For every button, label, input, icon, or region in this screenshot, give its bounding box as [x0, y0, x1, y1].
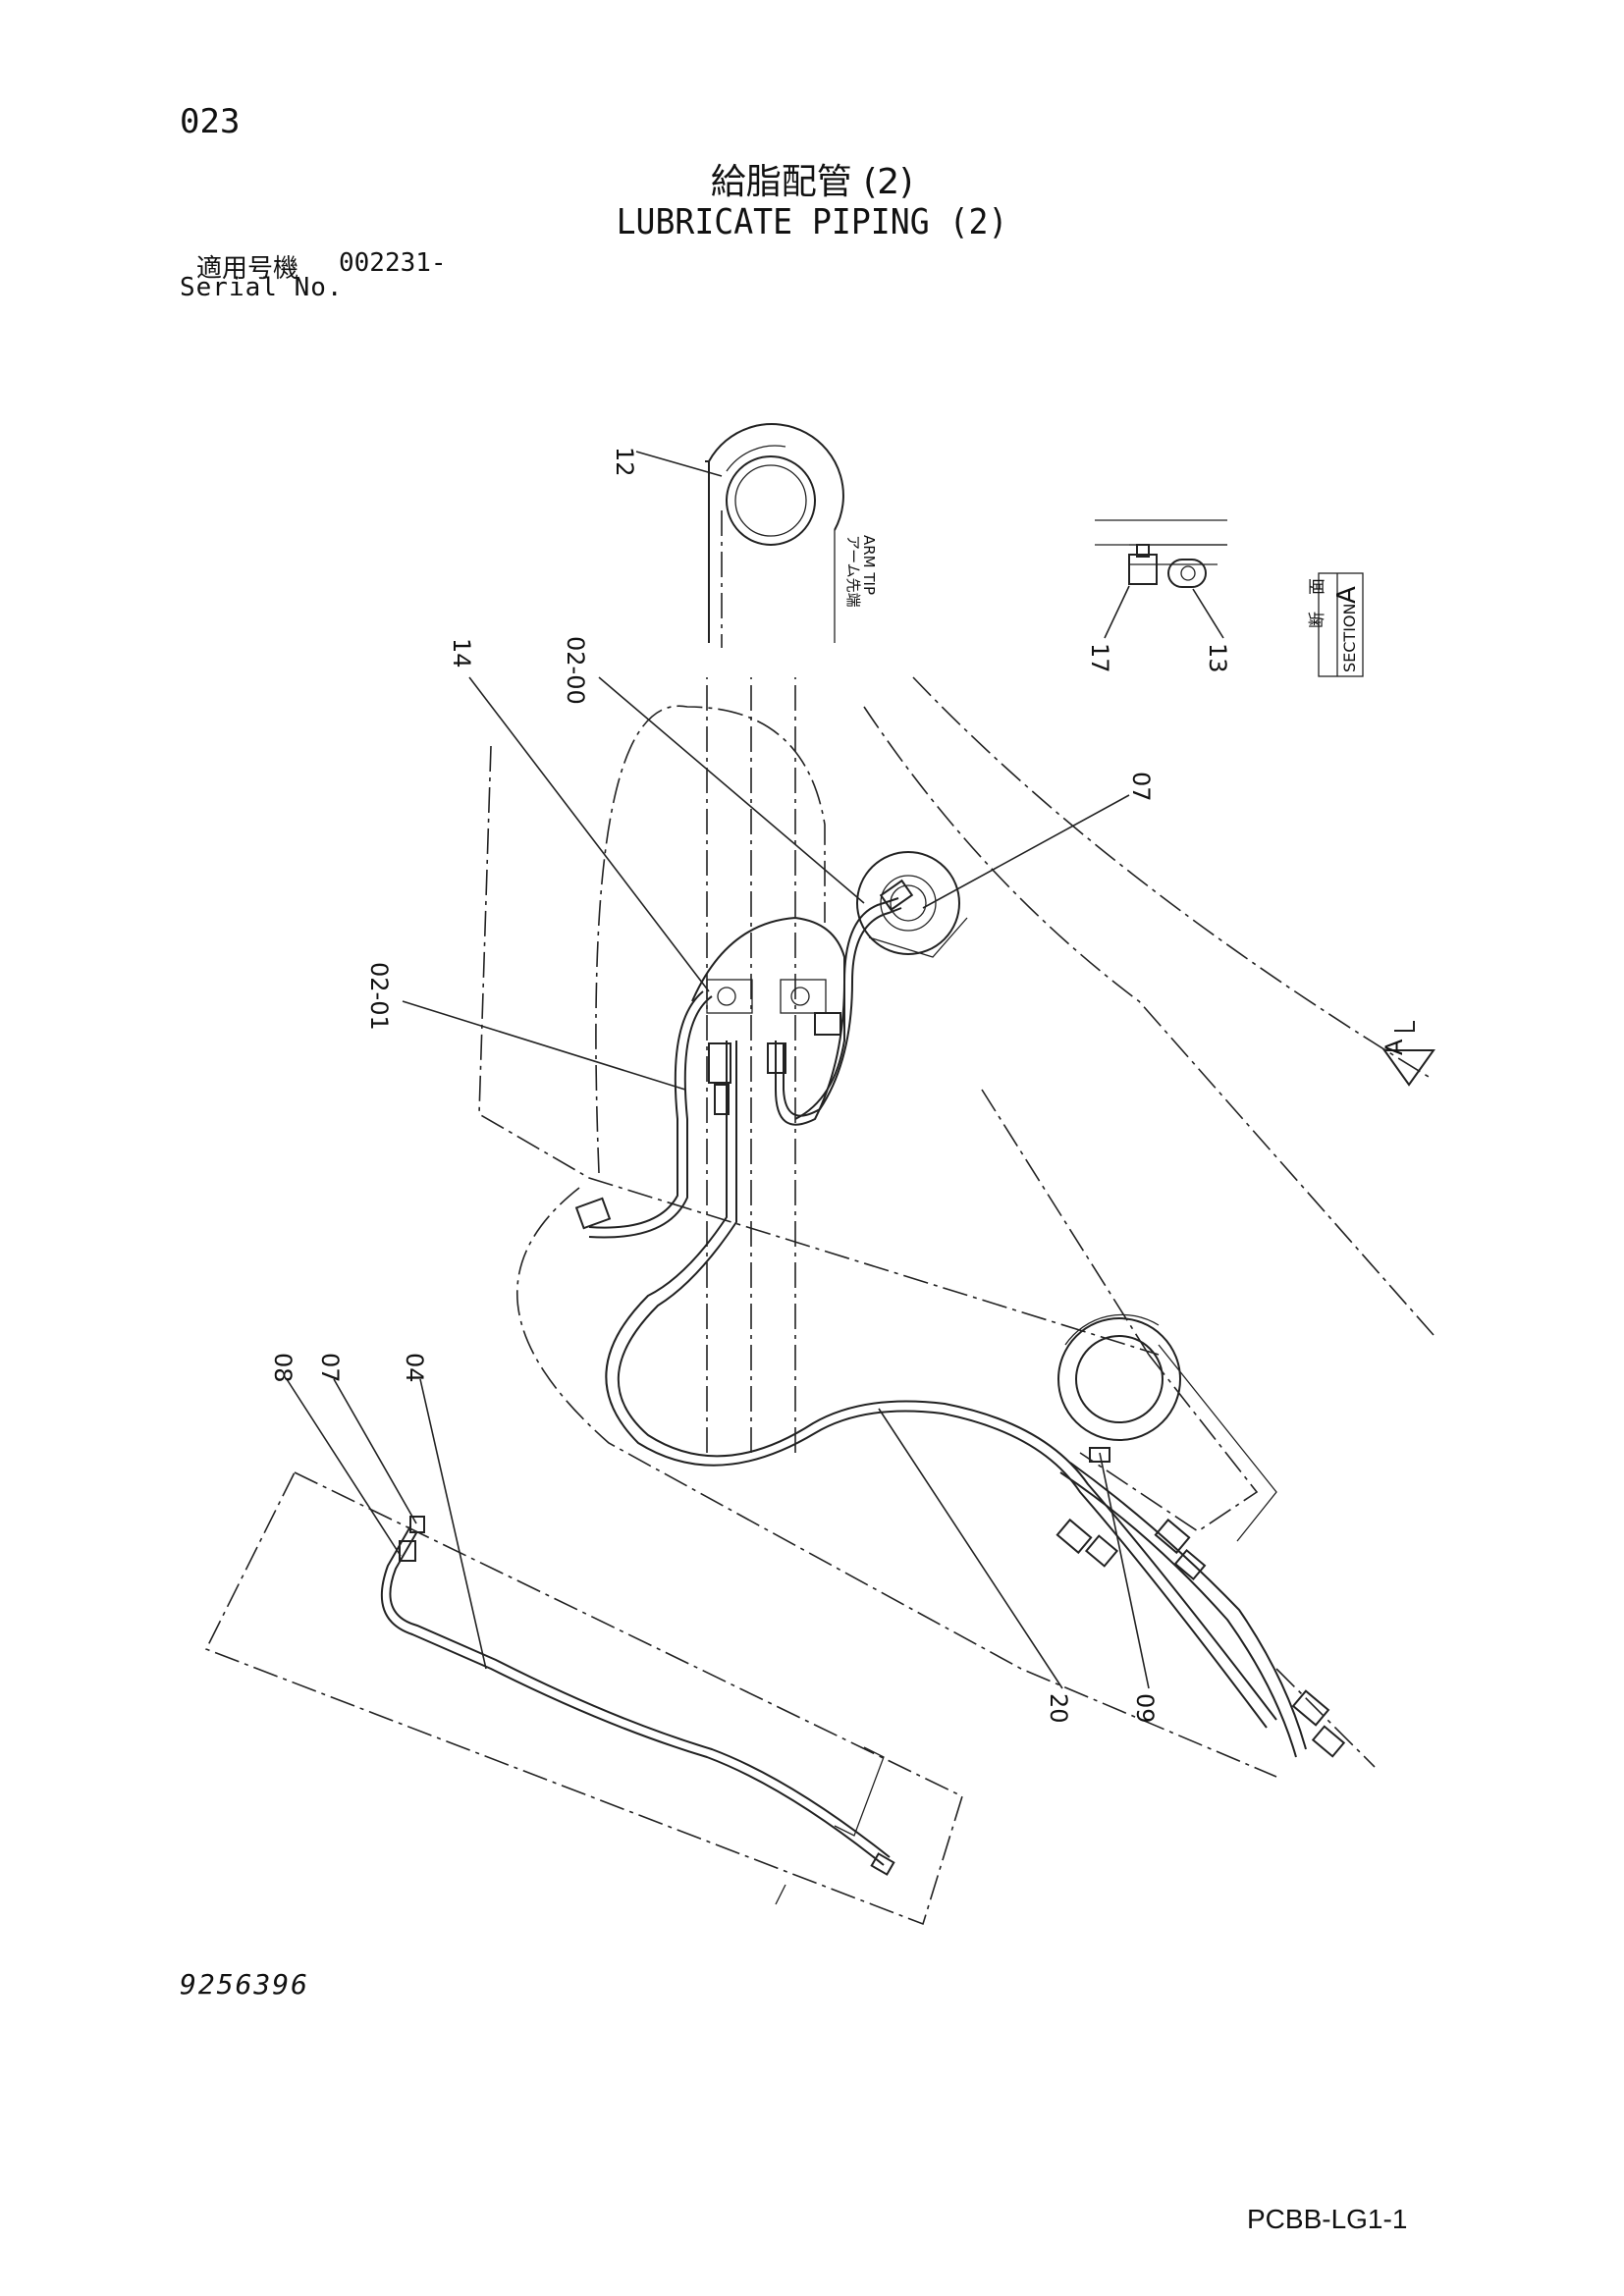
section-a-detail: [1095, 519, 1364, 677]
callout-07-upper: 07: [1127, 772, 1155, 802]
lower-pin-boss: [1057, 1313, 1277, 1542]
callout-08: 08: [269, 1353, 297, 1383]
middle-pin-boss: [856, 851, 968, 958]
arm-tip-pin-bore: [726, 455, 816, 546]
pipe-detail-view: [204, 1470, 963, 1926]
arm-body-outline: [478, 676, 1435, 1778]
arm-tip-label-en: ARM TIP: [860, 535, 878, 595]
fittings: [574, 879, 1346, 1758]
section-label-en: SECTION: [1340, 604, 1359, 673]
page-title-english: LUBRICATE PIPING (2): [616, 202, 1008, 242]
clamp-blocks: [706, 979, 841, 1036]
serial-label-english: Serial No.: [180, 273, 344, 302]
drawing-number: 9256396: [180, 1968, 310, 2001]
section-label-jp: 断 面: [1308, 578, 1327, 628]
callout-17: 17: [1086, 643, 1113, 673]
arm-tip-label-jp: アーム先端: [844, 535, 862, 608]
serial-number-value: 002231-: [339, 248, 447, 278]
arm-tip-outline: [705, 423, 844, 648]
callout-leaders: [286, 451, 1224, 1689]
page-title-japanese: 給脂配管 (2): [710, 162, 914, 202]
view-arrow-letter: A: [1380, 1039, 1408, 1055]
callout-12: 12: [611, 447, 638, 477]
callout-13: 13: [1204, 643, 1231, 673]
callout-14: 14: [448, 638, 475, 668]
callout-labels: 12 14 02-00 07 02-01 17 13 08 07 04 20 0…: [269, 447, 1408, 1724]
callout-02-00: 02-00: [562, 636, 589, 705]
sheet-code: PCBB-LG1-1: [1247, 2204, 1408, 2234]
callout-09: 09: [1131, 1693, 1159, 1724]
callout-04: 04: [401, 1353, 428, 1383]
callout-02-01: 02-01: [365, 962, 393, 1031]
callout-07-lower: 07: [316, 1353, 344, 1383]
section-a-label-box: [1318, 572, 1364, 677]
section-letter: A: [1332, 586, 1362, 604]
view-arrow-a: [1382, 1021, 1435, 1087]
callout-20: 20: [1045, 1693, 1072, 1724]
page-number: 023: [180, 102, 241, 141]
serial-label-japanese: 適用号機: [196, 254, 299, 284]
